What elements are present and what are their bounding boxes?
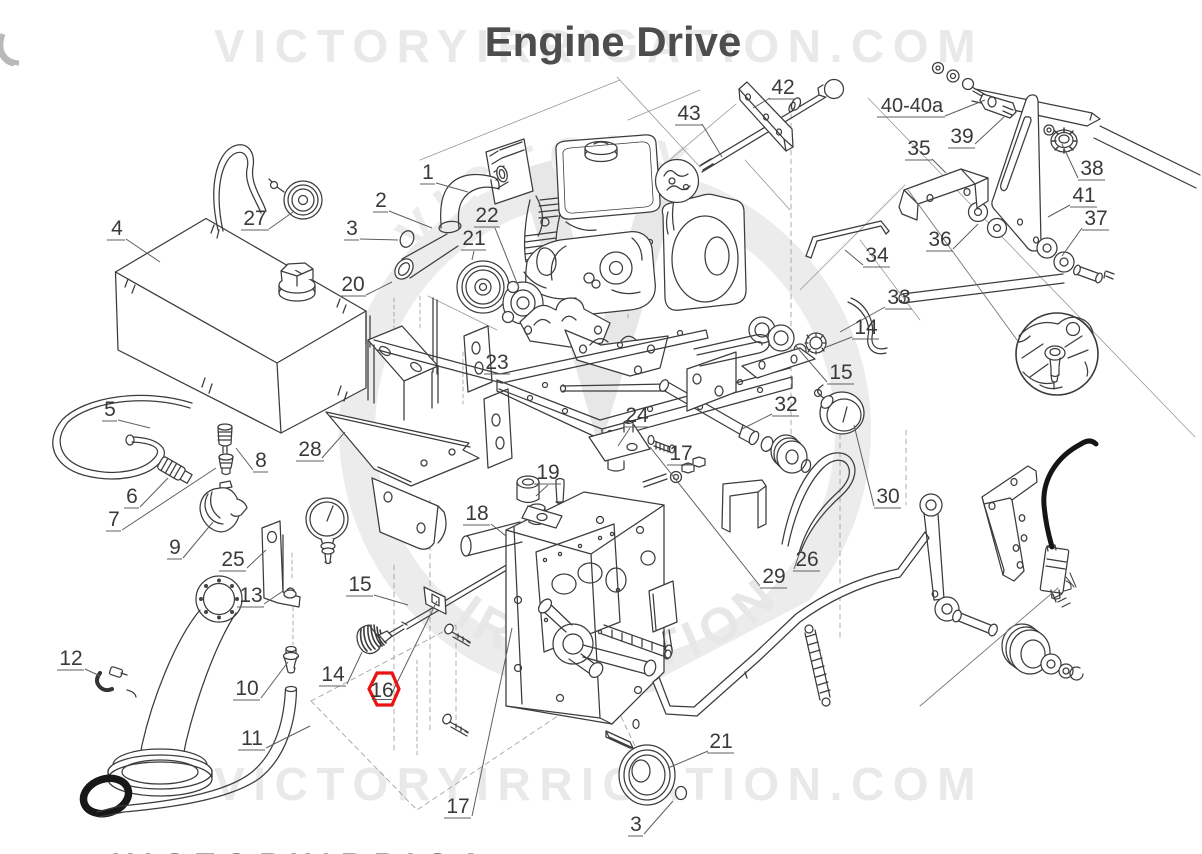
svg-text:1: 1: [422, 161, 434, 184]
svg-text:VICTORYIRRIGA: VICTORYIRRIGA: [113, 848, 493, 854]
svg-text:43: 43: [677, 102, 700, 125]
svg-text:4: 4: [111, 217, 123, 240]
svg-text:32: 32: [774, 393, 797, 416]
svg-text:36: 36: [928, 228, 951, 251]
svg-text:21: 21: [462, 227, 485, 250]
svg-text:3: 3: [346, 217, 358, 240]
svg-text:35: 35: [907, 137, 930, 160]
svg-text:23: 23: [485, 351, 508, 374]
svg-text:2: 2: [375, 189, 387, 212]
svg-text:20: 20: [341, 273, 364, 296]
svg-text:37: 37: [1084, 207, 1107, 230]
svg-text:27: 27: [243, 207, 266, 230]
svg-text:41: 41: [1072, 184, 1095, 207]
svg-text:9: 9: [169, 536, 181, 559]
svg-text:14: 14: [321, 663, 345, 686]
svg-text:12: 12: [59, 647, 82, 670]
svg-text:15: 15: [829, 361, 852, 384]
svg-text:24: 24: [625, 404, 649, 427]
svg-text:3: 3: [630, 813, 642, 836]
svg-text:28: 28: [298, 438, 321, 461]
svg-text:18: 18: [465, 502, 488, 525]
svg-text:19: 19: [536, 461, 559, 484]
svg-text:38: 38: [1080, 157, 1103, 180]
svg-text:14: 14: [854, 316, 878, 339]
svg-text:VICTORYIRRIGATION.COM: VICTORYIRRIGATION.COM: [214, 20, 984, 72]
svg-text:13: 13: [239, 584, 262, 607]
svg-text:11: 11: [241, 727, 263, 750]
svg-text:40-40a: 40-40a: [881, 95, 944, 117]
svg-text:17: 17: [446, 795, 469, 818]
svg-text:34: 34: [865, 244, 889, 267]
svg-text:6: 6: [126, 485, 138, 508]
svg-text:26: 26: [795, 548, 818, 571]
svg-text:7: 7: [108, 508, 120, 531]
svg-text:22: 22: [475, 204, 498, 227]
svg-text:16: 16: [370, 679, 393, 702]
svg-text:30: 30: [876, 485, 899, 508]
svg-text:33: 33: [887, 286, 910, 309]
svg-text:42: 42: [771, 76, 794, 99]
svg-text:VICTORYIRRIGATION.COM: VICTORYIRRIGATION.COM: [214, 758, 984, 810]
svg-text:8: 8: [255, 449, 267, 472]
svg-text:25: 25: [221, 548, 244, 571]
svg-text:17: 17: [669, 442, 692, 465]
svg-text:5: 5: [104, 398, 116, 421]
svg-text:15: 15: [348, 573, 371, 596]
svg-text:39: 39: [950, 125, 973, 148]
svg-text:21: 21: [709, 730, 732, 753]
svg-text:Engine Drive: Engine Drive: [485, 18, 742, 65]
svg-text:10: 10: [235, 677, 258, 700]
svg-text:29: 29: [762, 565, 785, 588]
